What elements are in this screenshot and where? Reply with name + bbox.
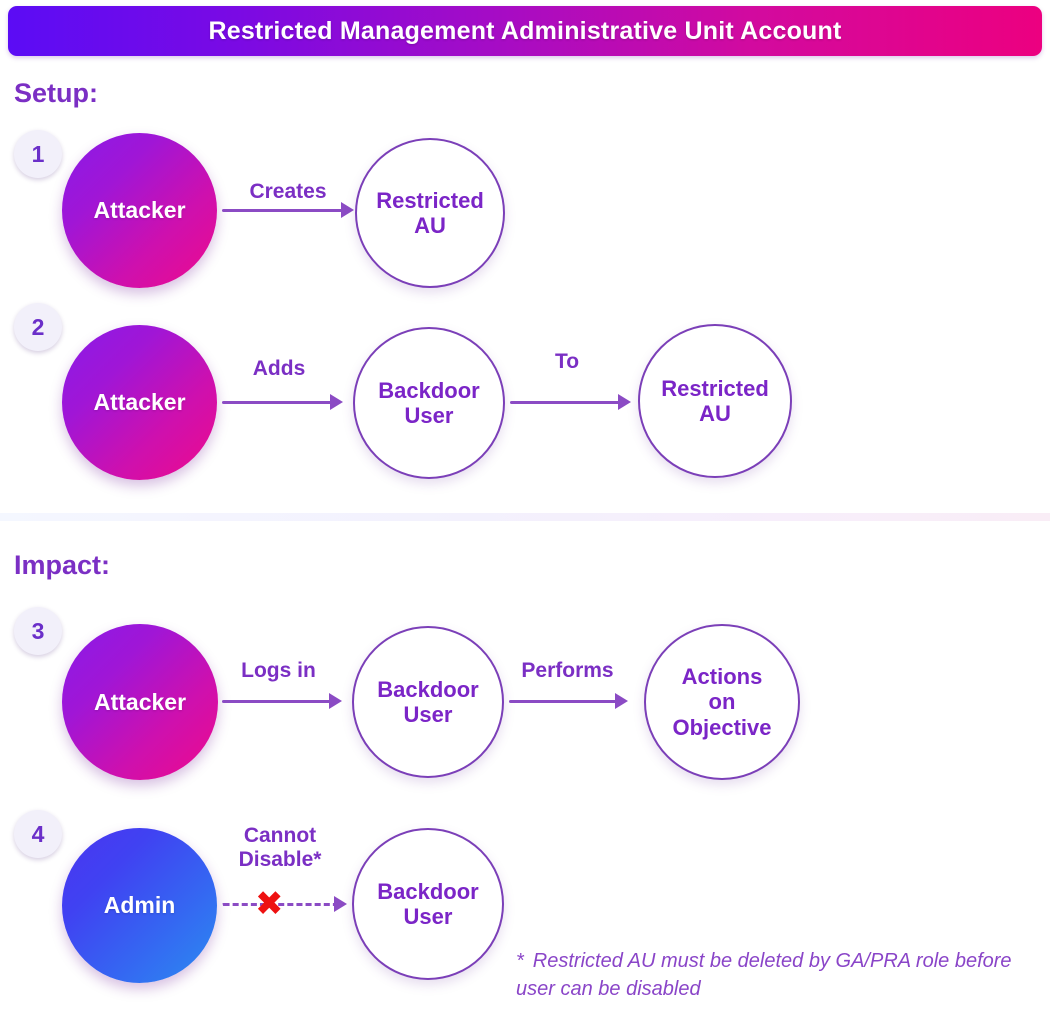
step-badge-3: 3 — [14, 607, 62, 655]
arrowhead-icon — [615, 693, 628, 709]
connector-line — [222, 209, 347, 212]
step-badge-1: 1 — [14, 130, 62, 178]
node-label: Attacker — [93, 197, 186, 224]
arrowhead-icon — [330, 394, 343, 410]
connector-label: Adds — [252, 357, 306, 380]
section-heading-setup: Setup: — [14, 78, 98, 108]
connector-line — [509, 700, 621, 703]
connector-line — [222, 700, 335, 703]
connector-label: To — [554, 350, 580, 373]
step-badge-2: 2 — [14, 303, 62, 351]
arrowhead-icon — [329, 693, 342, 709]
connector-line-dashed — [222, 903, 340, 906]
connector-line — [222, 401, 336, 404]
node-admin-step4[interactable]: Admin — [62, 828, 217, 983]
step-badge-4: 4 — [14, 810, 62, 858]
node-label: Admin — [103, 892, 176, 919]
diagram-title-bar: Restricted Management Administrative Uni… — [8, 6, 1042, 56]
node-attacker-step2[interactable]: Attacker — [62, 325, 217, 480]
connector-label: Performs — [521, 659, 614, 682]
arrowhead-icon — [334, 896, 347, 912]
arrowhead-icon — [341, 202, 354, 218]
node-attacker-step3[interactable]: Attacker — [62, 624, 218, 780]
page-title: Restricted Management Administrative Uni… — [208, 16, 842, 45]
blocked-x-icon: ✖ — [255, 885, 284, 923]
node-attacker-step1[interactable]: Attacker — [62, 133, 217, 288]
connector-line — [510, 401, 624, 404]
section-divider — [0, 513, 1050, 521]
node-label: Attacker — [93, 389, 186, 416]
section-heading-impact: Impact: — [14, 550, 111, 580]
arrowhead-icon — [618, 394, 631, 410]
node-label: Attacker — [93, 688, 187, 715]
footnote: *Restricted AU must be deleted by GA/PRA… — [516, 948, 1016, 1003]
footnote-text: Restricted AU must be deleted by GA/PRA … — [516, 950, 1012, 1000]
footnote-marker: * — [516, 950, 524, 972]
connector-label: Creates — [249, 180, 327, 203]
connector-label: Logs in — [241, 659, 316, 682]
